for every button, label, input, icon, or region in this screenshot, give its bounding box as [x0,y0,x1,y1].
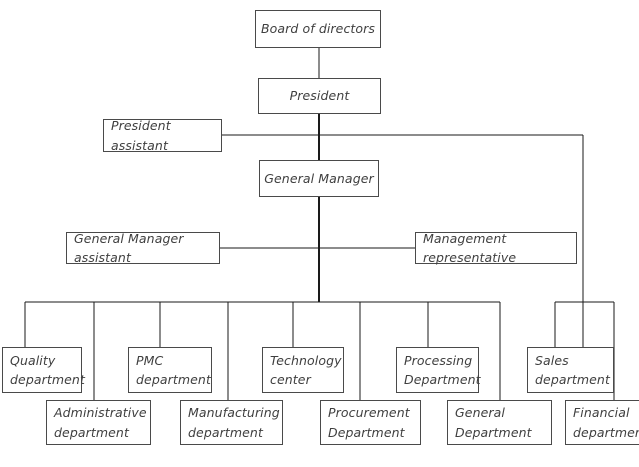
org-node-label-gen_mgr: General Manager [264,170,374,186]
org-node-label-admin: Administrative department [54,405,147,440]
org-node-tech[interactable]: Technology center [262,347,344,393]
org-node-label-processing: Processing Department [404,352,481,387]
org-node-label-pres_asst: President assistant [111,118,171,153]
org-node-label-manufact: Manufacturing department [188,405,280,440]
org-node-pres_asst[interactable]: President assistant [103,118,222,153]
org-node-label-quality: Quality department [10,352,85,387]
org-node-sales[interactable]: Sales department [527,347,614,393]
org-node-label-procure: Procurement Department [328,405,410,440]
org-node-label-tech: Technology center [270,352,342,387]
org-node-label-mgmt_rep: Management representative [423,230,517,265]
org-node-financial[interactable]: Financial department [565,400,639,445]
org-node-mgmt_rep[interactable]: Management representative [415,231,577,265]
org-node-manufact[interactable]: Manufacturing department [180,400,283,445]
org-node-label-board: Board of directors [260,21,376,37]
org-node-procure[interactable]: Procurement Department [320,400,421,445]
org-node-label-financial: Financial department [573,405,639,440]
org-node-admin[interactable]: Administrative department [46,400,151,445]
org-node-label-general_d: General Department [455,405,532,440]
org-node-quality[interactable]: Quality department [2,347,85,393]
org-node-gen_mgr[interactable]: General Manager [259,160,379,197]
org-node-gm_asst[interactable]: General Manager assistant [66,231,220,265]
org-node-label-gm_asst: General Manager assistant [74,230,184,265]
org-node-general_d[interactable]: General Department [447,400,552,445]
org-node-label-president: President [289,88,350,104]
org-node-label-pmc: PMC department [136,352,211,387]
org-node-president[interactable]: President [258,78,381,114]
org-node-processing[interactable]: Processing Department [396,347,481,393]
org-node-board[interactable]: Board of directors [255,10,381,48]
org-node-pmc[interactable]: PMC department [128,347,212,393]
org-node-label-sales: Sales department [535,352,610,387]
